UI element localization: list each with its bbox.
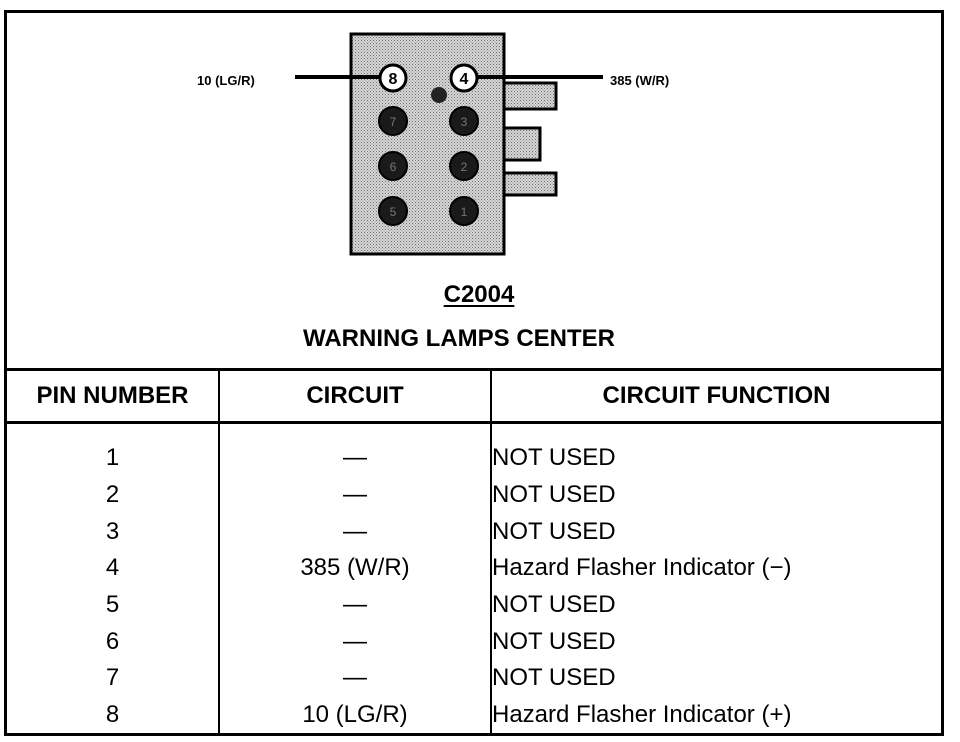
pin-5: 5	[378, 196, 408, 226]
wire-label-right: 385 (W/R)	[610, 73, 670, 88]
cell-function: NOT USED	[490, 476, 941, 514]
table-row: 4 385 (W/R) Hazard Flasher Indicator (−)	[7, 550, 941, 587]
pin-label-5: 5	[390, 205, 397, 219]
cell-function: Hazard Flasher Indicator (+)	[490, 696, 941, 734]
pin-1: 1	[449, 196, 479, 226]
header-pin-number: PIN NUMBER	[7, 368, 219, 424]
pin-4: 4	[449, 63, 479, 93]
connector-tab-bottom	[502, 171, 558, 197]
cell-pin: 6	[105, 627, 120, 655]
connector-diagram: 8 7 6 5 4 3	[7, 13, 941, 368]
cell-function: NOT USED	[490, 422, 941, 477]
cell-function: NOT USED	[490, 660, 941, 697]
table-row: 7 — NOT USED	[7, 660, 941, 697]
header-circuit-function: CIRCUIT FUNCTION	[490, 368, 941, 424]
pin-table: PIN NUMBER CIRCUIT CIRCUIT FUNCTION 1 — …	[7, 368, 941, 734]
table-row: 3 — NOT USED	[7, 513, 941, 551]
pin-6: 6	[378, 151, 408, 181]
connector-id: C2004	[443, 281, 515, 308]
connector-tab-middle	[502, 126, 542, 162]
cell-pin: 1	[105, 444, 120, 472]
cell-function: NOT USED	[490, 623, 941, 661]
wire-label-left: 10 (LG/R)	[197, 73, 255, 88]
connector-latch-mark	[431, 87, 447, 103]
connector-drawing: 8 7 6 5 4 3	[295, 32, 603, 256]
table-row: 1 — NOT USED	[7, 422, 941, 477]
pin-label-4: 4	[460, 71, 469, 88]
cell-circuit: —	[218, 623, 491, 661]
cell-circuit: —	[218, 660, 491, 697]
pin-8: 8	[378, 63, 408, 93]
cell-circuit: —	[218, 476, 491, 514]
pin-label-3: 3	[461, 115, 468, 129]
pin-label-8: 8	[389, 71, 398, 88]
header-circuit: CIRCUIT	[218, 368, 491, 424]
table-row: 6 — NOT USED	[7, 623, 941, 661]
cell-pin: 8	[105, 701, 120, 729]
table-header-row: PIN NUMBER CIRCUIT CIRCUIT FUNCTION	[7, 368, 941, 424]
cell-function: NOT USED	[490, 513, 941, 551]
connector-tab-top	[502, 81, 558, 111]
cell-function: NOT USED	[490, 586, 941, 624]
cell-pin: 7	[105, 664, 120, 692]
connector-name: WARNING LAMPS CENTER	[303, 325, 615, 352]
cell-circuit: —	[218, 513, 491, 551]
cell-pin: 2	[105, 481, 120, 509]
table-row: 2 — NOT USED	[7, 476, 941, 514]
connector-body	[349, 32, 506, 256]
cell-circuit: 10 (LG/R)	[218, 696, 491, 734]
diagram-frame: 8 7 6 5 4 3	[4, 10, 944, 736]
pin-7: 7	[378, 106, 408, 136]
pin-3: 3	[449, 106, 479, 136]
table-row: 5 — NOT USED	[7, 586, 941, 624]
pin-2: 2	[449, 151, 479, 181]
cell-circuit: —	[218, 422, 491, 477]
pin-label-2: 2	[461, 160, 468, 174]
cell-pin: 3	[105, 517, 120, 545]
cell-function: Hazard Flasher Indicator (−)	[490, 550, 941, 587]
pin-label-7: 7	[390, 115, 397, 129]
cell-pin: 5	[105, 591, 120, 619]
cell-circuit: 385 (W/R)	[218, 550, 491, 587]
pin-label-1: 1	[461, 205, 468, 219]
cell-pin: 4	[105, 554, 120, 582]
cell-circuit: —	[218, 586, 491, 624]
table-row: 8 10 (LG/R) Hazard Flasher Indicator (+)	[7, 696, 941, 734]
pin-label-6: 6	[390, 160, 397, 174]
